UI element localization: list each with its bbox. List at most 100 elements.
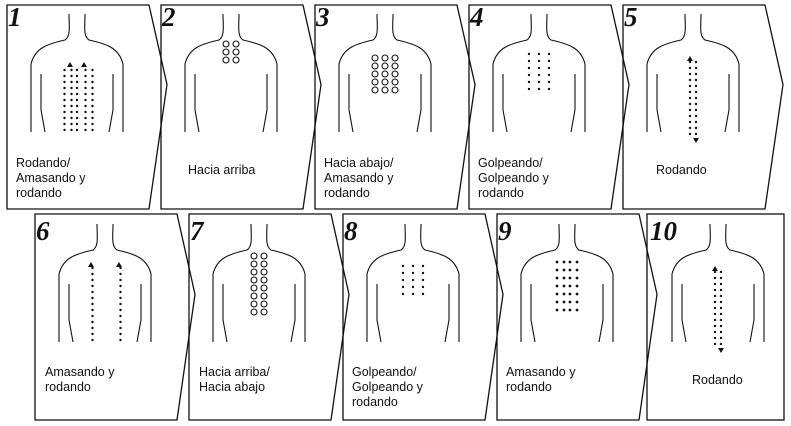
step-3-knead-circle [381, 70, 389, 78]
step-5-stroke-dot [694, 120, 698, 124]
step-7-knead-circle [250, 284, 258, 292]
step-6-arrow-up [88, 262, 94, 267]
step-10-stroke-dot [713, 270, 717, 274]
step-8-stroke-dot [411, 271, 415, 275]
step-4-stroke-dot [547, 52, 551, 56]
step-6-stroke-dot [91, 314, 94, 318]
step-6-stroke-dot [91, 332, 94, 336]
step-8-stroke-dot [411, 264, 415, 268]
step-9-number: 9 [498, 216, 512, 246]
step-5-stroke-dot [688, 120, 692, 124]
step-5-stroke-dot [688, 90, 692, 94]
step-10-stroke-dot [713, 342, 717, 346]
step-4-frame [468, 4, 630, 210]
step-8-back-outline [366, 223, 460, 343]
step-3-knead-circle [391, 78, 399, 86]
step-1-stroke-dot [84, 92, 87, 96]
step-6-stroke-dot [91, 320, 94, 324]
step-9-stroke-dot [555, 308, 559, 312]
step-9-stroke-dot [568, 260, 572, 264]
step-9-stroke-dot [568, 292, 572, 296]
step-6-stroke-dot [119, 332, 122, 336]
step-3-knead-circle [381, 62, 389, 70]
step-1-stroke-dot [91, 92, 94, 96]
step-9-stroke-dot [562, 300, 566, 304]
step-4-stroke-dot [537, 66, 541, 70]
step-5-back-outline [646, 13, 740, 133]
step-2-knead-circle [222, 56, 230, 64]
step-1-stroke-dot [84, 74, 87, 78]
step-5-stroke-dot [688, 126, 692, 130]
step-7-knead-circle [260, 252, 268, 260]
step-1-stroke-dot [75, 92, 79, 96]
step-6-stroke-dot [119, 338, 122, 342]
step-1-stroke-dot [63, 122, 66, 126]
step-9-stroke-dot [562, 308, 566, 312]
step-10-stroke-dot [719, 300, 723, 304]
step-5-stroke-dot [688, 96, 692, 100]
step-4-stroke-dot [547, 59, 551, 63]
step-1-stroke-dot [91, 74, 94, 78]
step-9-stroke-dot [555, 284, 559, 288]
step-1-stroke-dot [91, 98, 94, 102]
step-1-stroke-dot [70, 86, 73, 90]
step-1-stroke-dot [63, 98, 66, 102]
step-6-stroke-dot [91, 272, 94, 276]
step-4-stroke-dot [537, 87, 541, 91]
step-2-frame [160, 4, 322, 210]
step-4-stroke-dot [527, 66, 531, 70]
step-4-stroke-dot [547, 80, 551, 84]
step-1-arrow-up [67, 62, 73, 67]
step-6-stroke-dot [119, 266, 122, 270]
step-1-stroke-dot [75, 110, 79, 114]
step-5-label: Rodando [656, 163, 707, 177]
step-9-stroke-dot [575, 260, 579, 264]
step-10-stroke-dot [713, 318, 717, 322]
step-9-stroke-dot [575, 300, 579, 304]
step-7-knead-circle [250, 252, 258, 260]
step-6-stroke-dot [91, 338, 94, 342]
step-7-knead-circle [250, 276, 258, 284]
step-1-stroke-dot [75, 122, 79, 126]
step-1-stroke-dot [70, 110, 73, 114]
step-1-stroke-dot [84, 68, 87, 72]
step-3-knead-circle [381, 78, 389, 86]
step-8-stroke-dot [401, 285, 405, 289]
step-1-stroke-dot [63, 80, 66, 84]
step-1-stroke-dot [70, 128, 73, 132]
step-3-knead-circle [391, 62, 399, 70]
step-4-stroke-dot [537, 80, 541, 84]
step-2-knead-circle [222, 48, 230, 56]
step-5-arrow-down [693, 138, 699, 143]
step-10-arrow-down [718, 348, 724, 353]
step-7-knead-circle [250, 300, 258, 308]
step-6-stroke-dot [119, 278, 122, 282]
step-9-stroke-dot [575, 268, 579, 272]
step-3-knead-circle [391, 86, 399, 94]
step-8-stroke-dot [421, 285, 425, 289]
step-1-stroke-dot [70, 116, 73, 120]
step-4-stroke-dot [547, 66, 551, 70]
step-3-knead-circle [381, 86, 389, 94]
step-6-stroke-dot [119, 296, 122, 300]
step-1-stroke-dot [91, 122, 94, 126]
step-6-stroke-dot [91, 296, 94, 300]
step-3-number: 3 [316, 2, 330, 32]
step-10-stroke-dot [713, 294, 717, 298]
step-10-stroke-dot [719, 324, 723, 328]
step-9-back-outline [520, 223, 614, 343]
step-10-stroke-dot [713, 300, 717, 304]
step-5-stroke-dot [688, 66, 692, 70]
step-6-number: 6 [36, 216, 50, 246]
step-7-knead-circle [260, 292, 268, 300]
step-4-stroke-dot [527, 52, 531, 56]
step-1-stroke-dot [75, 86, 79, 90]
step-1-stroke-dot [63, 116, 66, 120]
step-5-stroke-dot [694, 114, 698, 118]
step-7-knead-circle [260, 268, 268, 276]
step-6-stroke-dot [91, 326, 94, 330]
step-1-stroke-dot [63, 68, 66, 72]
step-10-stroke-dot [719, 288, 723, 292]
step-3-knead-circle [371, 62, 379, 70]
step-6-stroke-dot [91, 308, 94, 312]
